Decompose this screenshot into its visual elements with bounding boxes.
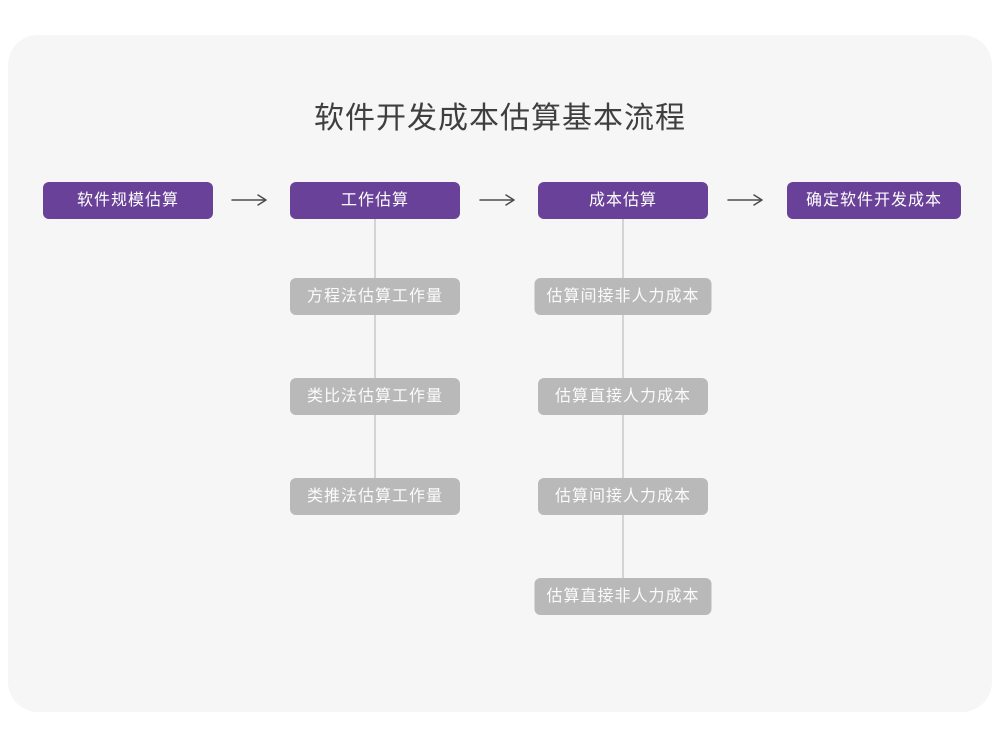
cost-step-node-indirect-labor: 估算间接人力成本: [538, 478, 708, 515]
stage-node-determine-dev-cost: 确定软件开发成本: [787, 182, 961, 219]
right-arrow-icon: [727, 194, 763, 206]
method-node-extrapolation: 类推法估算工作量: [290, 478, 460, 515]
stage-node-cost-estimation: 成本估算: [538, 182, 708, 219]
cost-step-node-direct-labor: 估算直接人力成本: [538, 378, 708, 415]
diagram-card: [8, 35, 992, 712]
cost-step-node-direct-non-labor: 估算直接非人力成本: [534, 578, 712, 615]
method-node-analogy: 类比法估算工作量: [290, 378, 460, 415]
workload-branch-line: [374, 219, 376, 496]
cost-step-node-indirect-non-labor: 估算间接非人力成本: [534, 278, 712, 315]
stage-node-software-size-estimation: 软件规模估算: [43, 182, 213, 219]
method-node-equation: 方程法估算工作量: [290, 278, 460, 315]
stage-node-workload-estimation: 工作估算: [290, 182, 460, 219]
right-arrow-icon: [479, 194, 515, 206]
right-arrow-icon: [231, 194, 267, 206]
diagram-title: 软件开发成本估算基本流程: [314, 102, 686, 135]
